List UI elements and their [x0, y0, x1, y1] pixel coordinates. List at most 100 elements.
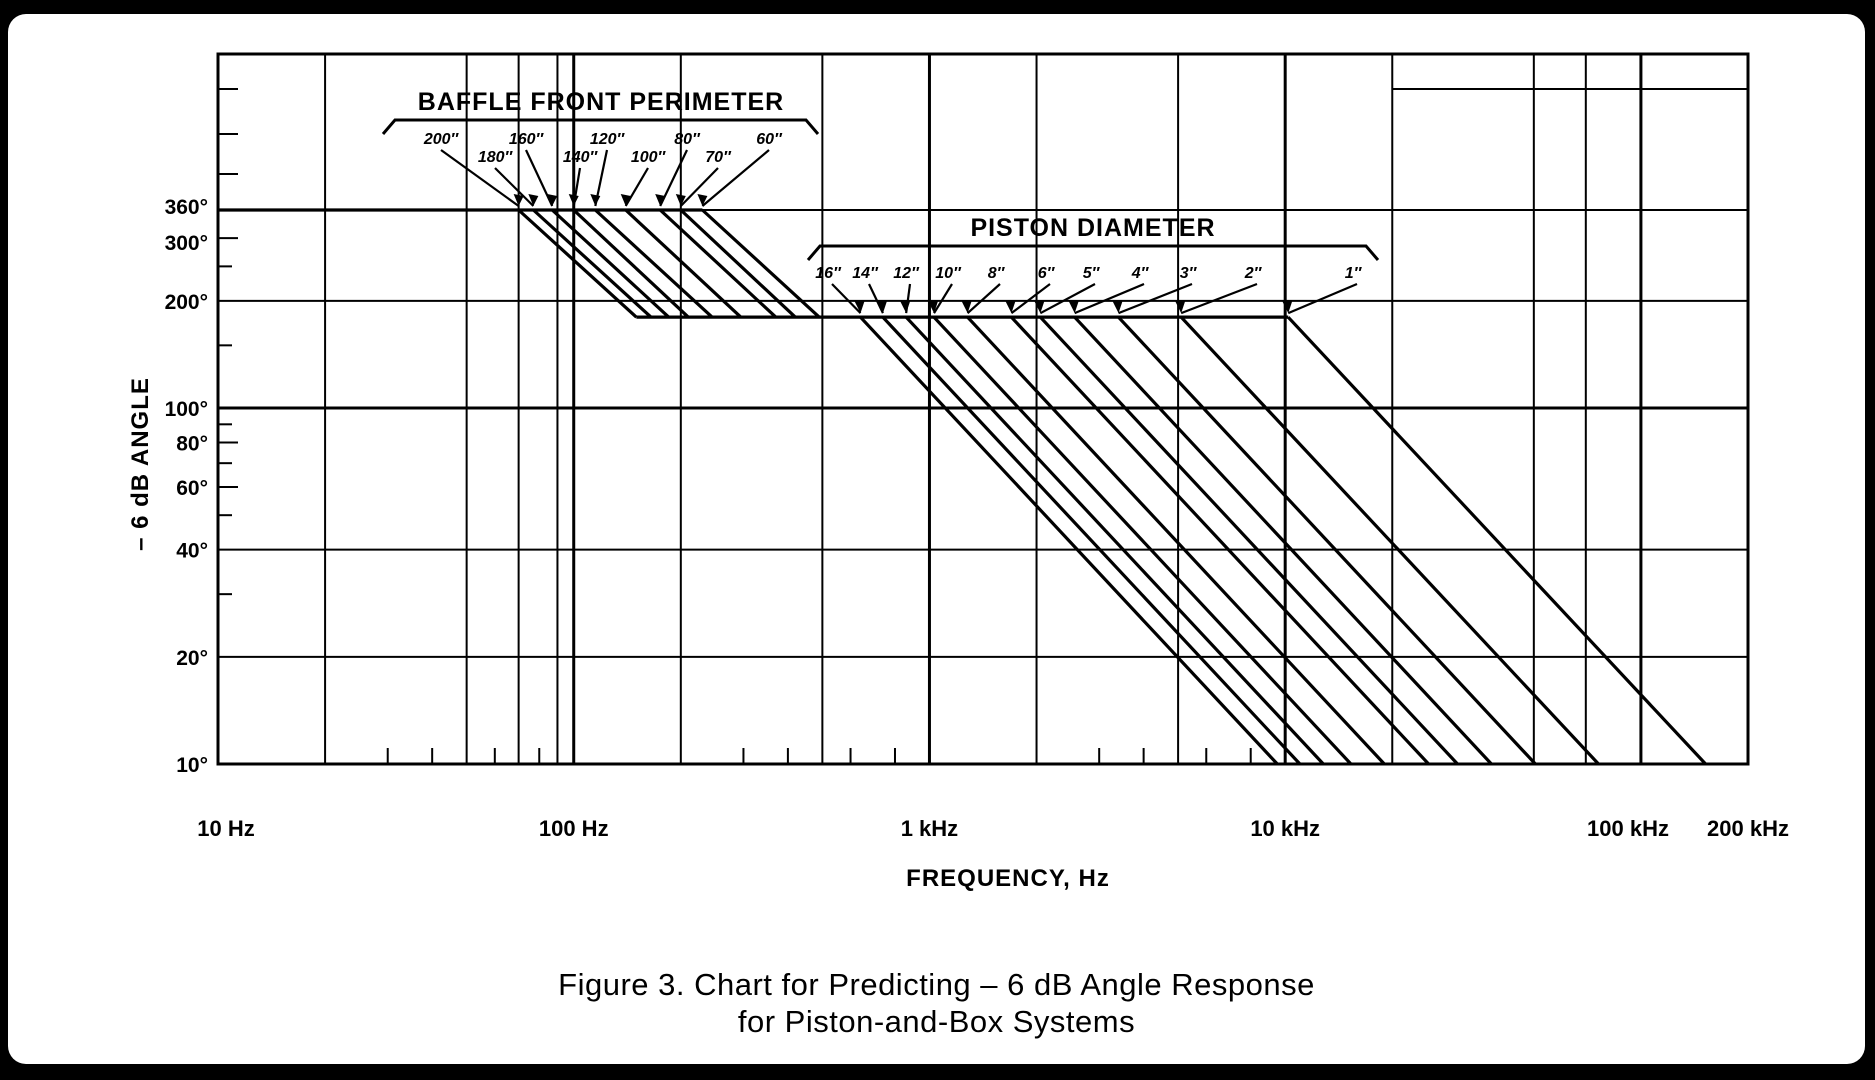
series-line: [1073, 316, 1493, 766]
arrow-line: [701, 149, 770, 207]
arrow-head: [961, 301, 972, 314]
arrow-line: [966, 283, 1001, 314]
grid: [216, 52, 1750, 766]
series-label-baffle: 140″: [563, 149, 599, 166]
y-tick-label: 100°: [165, 398, 208, 421]
series-label-baffle: 70″: [705, 149, 732, 166]
y-tick-label: 80°: [176, 433, 208, 456]
series-label-baffle: 120″: [590, 131, 626, 148]
x-tick-label: 200 kHz: [1707, 816, 1789, 841]
arrow-head: [568, 194, 579, 206]
series-line: [624, 208, 742, 319]
arrow-head: [1175, 301, 1186, 314]
arrow-line: [624, 167, 649, 207]
series-line: [701, 208, 821, 319]
arrow-head: [1005, 301, 1016, 314]
arrow-head: [547, 194, 558, 206]
y-tick-label: 60°: [176, 477, 208, 500]
series-line: [966, 316, 1386, 766]
arrow-head: [1112, 301, 1123, 314]
series-line: [1010, 316, 1430, 766]
series-line: [859, 316, 1279, 766]
series-label-piston: 8″: [988, 265, 1006, 282]
series-label-baffle: 80″: [674, 131, 701, 148]
series-line: [1039, 316, 1459, 766]
group-label-baffle: BAFFLE FRONT PERIMETER: [418, 88, 784, 116]
arrow-head: [1034, 301, 1045, 314]
series-label-baffle: 100″: [631, 149, 667, 166]
series-label-baffle: 160″: [509, 131, 545, 148]
arrow-head: [513, 194, 524, 206]
series-label-piston: 6″: [1038, 265, 1056, 282]
series-line: [932, 316, 1353, 766]
series-label-piston: 10″: [935, 265, 962, 282]
series-line: [1180, 316, 1600, 766]
series-label-piston: 4″: [1131, 265, 1150, 282]
arrow-head: [900, 301, 911, 314]
series-label-piston: 3″: [1180, 265, 1198, 282]
series-line: [572, 208, 690, 319]
y-tick-label: 20°: [176, 647, 208, 670]
arrow-head: [675, 194, 686, 206]
arrow-head: [528, 194, 539, 206]
y-tick-label: 300°: [165, 232, 208, 255]
arrow-head: [928, 301, 939, 314]
series-label-baffle: 60″: [756, 131, 783, 148]
series-label-piston: 1″: [1345, 265, 1363, 282]
group-label-piston: PISTON DIAMETER: [970, 214, 1215, 242]
arrow-head: [1282, 301, 1293, 314]
series-label-piston: 5″: [1083, 265, 1101, 282]
x-axis-title: FREQUENCY, Hz: [906, 865, 1110, 892]
y-axis-title: – 6 dB ANGLE: [127, 377, 154, 551]
series-line: [594, 208, 714, 319]
tick-labels: 10° 20° 40° 60° 80° 100° 200° 300° 360° 10 Hz 100 …: [165, 196, 1789, 841]
series-label-piston: 12″: [893, 265, 920, 282]
annotations: BAFFLE FRONT PERIMETER200″180″160″140″12…: [381, 88, 1380, 315]
y-tick-label: 40°: [176, 540, 208, 563]
arrow-head: [590, 194, 601, 206]
series-line: [1117, 316, 1537, 766]
y-tick-label: 10°: [176, 754, 208, 777]
arrow-line: [525, 149, 554, 207]
series-line: [517, 208, 638, 319]
arrow-head: [1068, 301, 1079, 314]
series-line: [532, 208, 653, 319]
arrow-line: [680, 167, 719, 207]
arrow-line: [831, 283, 862, 314]
x-tick-label: 1 kHz: [901, 816, 958, 841]
arrow-head: [876, 301, 887, 314]
arrow-line: [1118, 282, 1193, 315]
series-label-piston: 2″: [1244, 265, 1263, 282]
series-label-piston: 14″: [852, 265, 879, 282]
arrow-line: [1010, 283, 1051, 315]
arrow-head: [655, 194, 666, 206]
arrow-line: [1039, 283, 1096, 315]
y-tick-label: 200°: [165, 291, 208, 314]
series-line: [1287, 316, 1707, 766]
series-line: [881, 316, 1302, 766]
x-tick-label: 10 kHz: [1250, 816, 1320, 841]
series-label-piston: 16″: [815, 265, 842, 282]
x-tick-label: 100 Hz: [539, 816, 609, 841]
series-label-baffle: 200″: [423, 131, 460, 148]
caption-line-1: Figure 3. Chart for Predicting – 6 dB An…: [558, 967, 1315, 1002]
arrow-line: [1180, 282, 1258, 315]
arrow-line: [440, 149, 520, 207]
figure-caption: Figure 3. Chart for Predicting – 6 dB An…: [8, 966, 1865, 1040]
series-label-baffle: 180″: [478, 149, 514, 166]
caption-line-2: for Piston-and-Box Systems: [737, 1004, 1136, 1039]
x-tick-label: 10 Hz: [197, 816, 254, 841]
series-lines: [218, 208, 1707, 766]
y-tick-label: 360°: [165, 196, 208, 219]
chart: BAFFLE FRONT PERIMETER200″180″160″140″12…: [127, 52, 1789, 892]
series-line: [551, 208, 670, 319]
arrow-head: [620, 194, 631, 206]
arrow-line: [1074, 282, 1145, 315]
arrow-line: [1287, 282, 1358, 315]
series-line: [659, 208, 777, 319]
arrow-head: [697, 194, 708, 206]
arrow-line: [494, 167, 535, 207]
bracket-piston: [806, 244, 1380, 261]
arrow-line: [933, 283, 953, 314]
